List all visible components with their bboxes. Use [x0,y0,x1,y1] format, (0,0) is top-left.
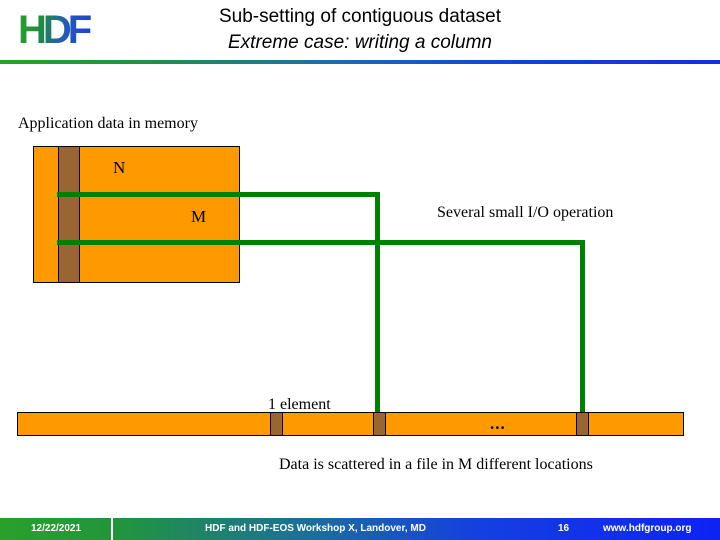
slide-title-primary: Sub-setting of contiguous dataset [218,6,502,27]
footer-date: 12/22/2021 [31,523,82,534]
footer-page-number: 16 [558,523,570,534]
file-element-chunk-1 [270,413,283,435]
connector-line-top-horizontal [57,192,380,197]
application-data-label: Application data in memory [18,115,198,132]
io-operation-note: Several small I/O operation [437,204,614,221]
file-bar-ellipsis: ... [490,414,506,433]
header-divider-rule [0,60,720,64]
hdf-logo: HDF [18,8,96,52]
file-element-chunk-2 [373,413,386,435]
slide-header: HDF Sub-setting of contiguous dataset Ex… [0,0,720,64]
memory-column-stripe [58,147,80,282]
slide-footer: 12/22/2021 HDF and HDF-EOS Workshop X, L… [0,518,720,540]
footer-divider [111,518,113,540]
connector-line-bottom-horizontal [57,240,585,245]
connector-line-top-vertical [375,192,380,420]
dimension-label-n: N [113,158,126,177]
dimension-label-m: M [191,207,207,226]
one-element-label: 1 element [268,396,331,413]
file-layout-bar [17,412,684,436]
footer-event-title: HDF and HDF-EOS Workshop X, Landover, MD [205,523,426,534]
footer-url: www.hdfgroup.org [603,523,692,534]
scattered-data-note: Data is scattered in a file in M differe… [279,456,593,473]
connector-line-bottom-vertical [580,240,585,420]
file-element-chunk-3 [576,413,589,435]
slide-title-subtitle: Extreme case: writing a column [228,32,492,53]
slide-title-block: Sub-setting of contiguous dataset Extrem… [120,4,600,56]
memory-dataset-block [33,146,240,283]
